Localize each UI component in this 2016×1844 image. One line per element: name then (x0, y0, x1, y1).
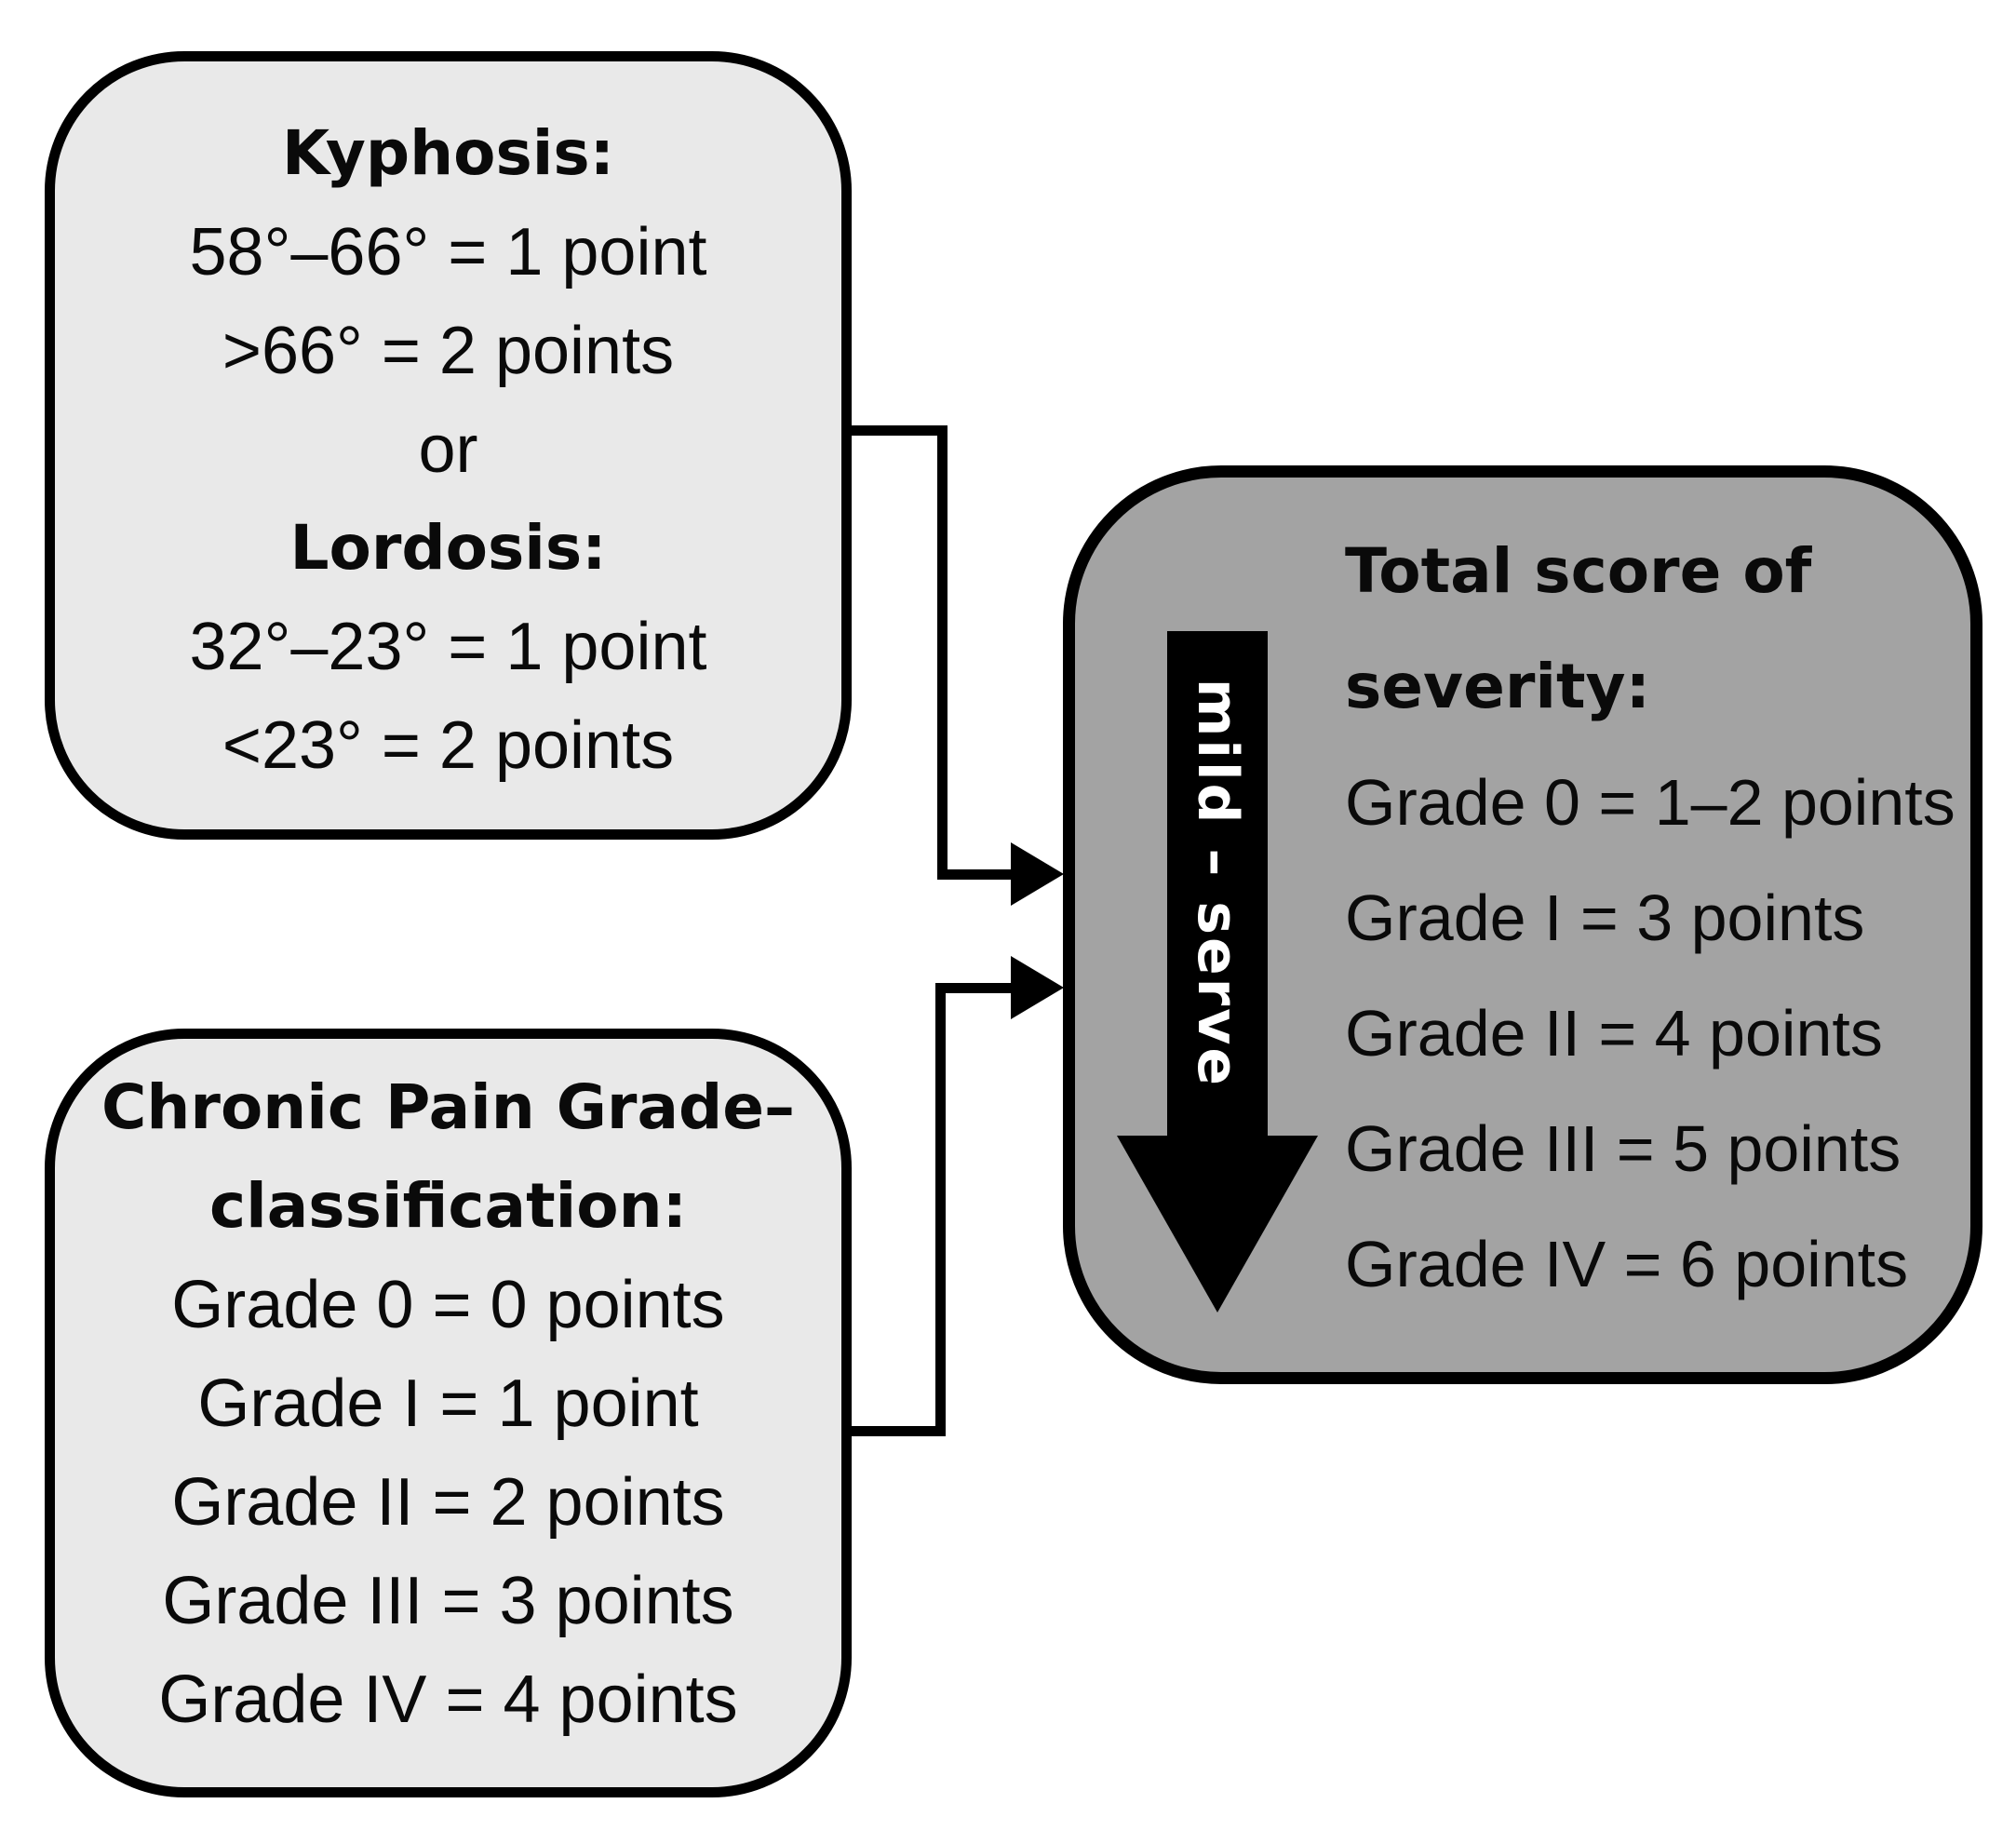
chronic-pain-heading-line-2: classification: (209, 1170, 687, 1242)
connector-chronic-arrowhead-icon (1011, 956, 1064, 1019)
chronic-pain-grade-3: Grade III = 3 points (162, 1564, 734, 1638)
total-score-grade-4: Grade IV = 6 points (1345, 1228, 1909, 1300)
chronic-pain-grade-4: Grade IV = 4 points (158, 1662, 738, 1737)
severity-gradient-arrow-label: mild – serve (1185, 678, 1250, 1089)
total-score-grade-1: Grade I = 3 points (1345, 882, 1865, 954)
connector-chronic-segment-horizontal-1 (842, 1426, 946, 1436)
connector-kyphosis-segment-horizontal-1 (842, 425, 948, 436)
kyphosis-lordosis-text: Kyphosis: 58°–66° = 1 point >66° = 2 poi… (45, 104, 852, 795)
connector-kyphosis-segment-vertical (937, 425, 948, 879)
chronic-pain-grade-0: Grade 0 = 0 points (171, 1268, 725, 1342)
chronic-pain-heading-line-1: Chronic Pain Grade– (101, 1071, 795, 1143)
total-score-heading-line-1: Total score of (1345, 535, 1812, 607)
lordosis-rule-2: <23° = 2 points (222, 708, 675, 783)
chronic-pain-grade-text: Chronic Pain Grade– classification: Grad… (45, 1058, 852, 1749)
severity-gradient-arrow-shaft (1167, 631, 1268, 1136)
chronic-pain-grade-2: Grade II = 2 points (171, 1465, 725, 1540)
connector-kyphosis-segment-horizontal-2 (937, 869, 1015, 880)
kyphosis-lordosis-box (45, 51, 852, 840)
or-separator: or (418, 412, 478, 487)
connector-kyphosis-arrowhead-icon (1011, 842, 1064, 906)
total-score-grade-3: Grade III = 5 points (1345, 1112, 1902, 1185)
kyphosis-heading: Kyphosis: (281, 117, 615, 189)
lordosis-heading: Lordosis: (289, 512, 607, 584)
total-score-text: Total score of severity: Grade 0 = 1–2 p… (1345, 514, 1956, 1322)
kyphosis-rule-2: >66° = 2 points (222, 314, 675, 388)
total-score-grade-2: Grade II = 4 points (1345, 997, 1883, 1070)
connector-chronic-segment-horizontal-2 (935, 983, 1011, 993)
chronic-pain-grade-box (45, 1029, 852, 1797)
kyphosis-rule-1: 58°–66° = 1 point (189, 215, 707, 289)
lordosis-rule-1: 32°–23° = 1 point (189, 610, 707, 684)
connector-chronic-segment-vertical (935, 983, 946, 1436)
chronic-pain-grade-1: Grade I = 1 point (197, 1366, 699, 1441)
severity-gradient-arrowhead-icon (1117, 1136, 1318, 1312)
total-score-grade-0: Grade 0 = 1–2 points (1345, 766, 1956, 839)
total-score-heading-line-2: severity: (1345, 651, 1650, 722)
